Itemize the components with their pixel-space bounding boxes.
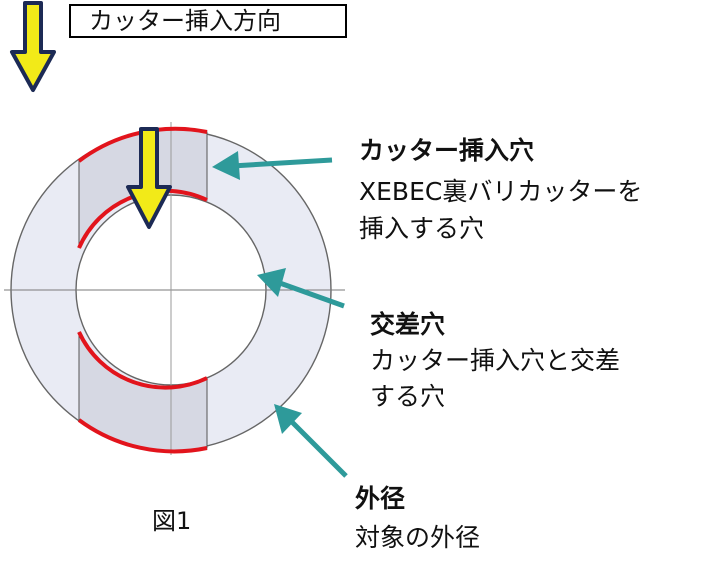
cross-hole-desc-line2: する穴 bbox=[370, 382, 446, 411]
outer-diameter-desc: 対象の外径 bbox=[355, 523, 481, 552]
callout-arrow-outer-diameter-icon bbox=[274, 404, 348, 478]
cutter-hole-edge-inner-bottom bbox=[77, 331, 208, 390]
outer-diameter-title: 外径 bbox=[355, 484, 406, 513]
figure-label: 図1 bbox=[152, 507, 192, 535]
cutter-hole-desc-line1: XEBEC裏バリカッターを bbox=[359, 177, 643, 206]
cutter-hole-title: カッター挿入穴 bbox=[359, 136, 535, 165]
insertion-direction-label: カッター挿入方向 bbox=[69, 4, 347, 38]
insertion-direction-arrow-icon bbox=[10, 1, 56, 92]
cutter-hole-edge-outer-bottom bbox=[77, 418, 208, 454]
cross-hole-title: 交差穴 bbox=[370, 310, 446, 339]
callout-arrow-cutter-hole-icon bbox=[212, 151, 333, 180]
callout-arrow-cross-hole-icon bbox=[257, 268, 345, 309]
cross-hole-desc-line1: カッター挿入穴と交差 bbox=[370, 346, 621, 375]
cutter-hole-desc-line2: 挿入する穴 bbox=[359, 214, 485, 243]
cutter-insert-arrow-icon bbox=[126, 127, 172, 229]
